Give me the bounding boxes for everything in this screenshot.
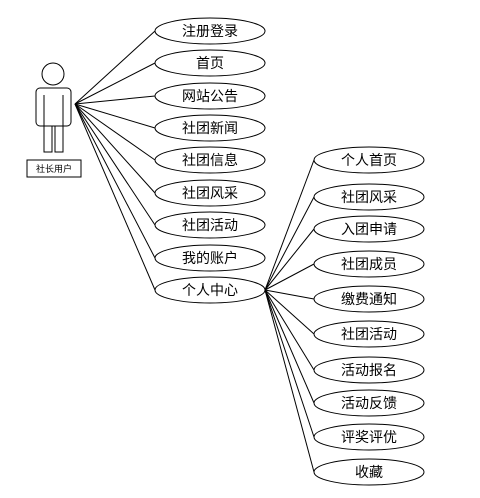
sub-connector-7 — [264, 289, 315, 371]
connector-announcement — [74, 95, 156, 105]
use-case-label: 社团信息 — [182, 152, 238, 169]
use-case-sub-club-style: 社团风采 — [313, 183, 425, 211]
actor-head — [41, 62, 65, 86]
sub-connector-3 — [264, 228, 315, 291]
sub-connector-1 — [264, 159, 315, 291]
sub-connector-4 — [264, 263, 315, 291]
use-case-label: 注册登录 — [182, 24, 238, 40]
connector-register — [74, 30, 156, 105]
actor-label: 社长用户 — [36, 163, 72, 175]
sub-connector-2 — [264, 196, 315, 291]
use-case-club-members: 社团成员 — [313, 250, 425, 278]
use-case-label: 个人首页 — [341, 153, 397, 169]
use-case-label: 评奖评优 — [341, 429, 397, 446]
use-case-announcement: 网站公告 — [154, 82, 266, 110]
use-case-club-style: 社团风采 — [154, 179, 266, 207]
use-case-activity-signup: 活动报名 — [313, 356, 425, 384]
use-case-label: 收藏 — [355, 465, 383, 481]
use-case-label: 活动报名 — [341, 363, 397, 379]
use-case-activity-feedback: 活动反馈 — [313, 389, 425, 417]
connector-home — [74, 62, 156, 105]
connector-club-info — [74, 103, 156, 161]
use-case-label: 社团成员 — [341, 257, 397, 273]
sub-connector-9 — [264, 289, 315, 438]
use-case-my-account: 我的账户 — [154, 244, 266, 272]
sub-connector-10 — [264, 289, 315, 473]
use-case-label: 入团申请 — [341, 222, 397, 238]
use-case-label: 活动反馈 — [341, 396, 397, 412]
use-case-label: 社团活动 — [341, 327, 397, 343]
sub-connectors — [264, 159, 315, 473]
connector-club-activity — [74, 103, 156, 226]
use-case-personal-home: 个人首页 — [313, 146, 425, 174]
connector-club-style — [74, 103, 156, 194]
sub-connector-6 — [264, 289, 315, 335]
use-case-sub-club-activity: 社团活动 — [313, 320, 425, 348]
main-use-cases: 注册登录 首页 网站公告 社团新闻 社团信息 社团风采 社团活动 我的账户 — [154, 17, 266, 304]
use-case-label: 社团活动 — [182, 218, 238, 234]
use-case-awards: 评奖评优 — [313, 423, 425, 451]
use-case-club-activity: 社团活动 — [154, 211, 266, 239]
actor-label-box — [26, 159, 82, 178]
actor-body — [35, 87, 72, 127]
use-case-personal-center: 个人中心 — [154, 276, 266, 304]
use-case-label: 社团新闻 — [182, 121, 238, 137]
sub-connector-5 — [264, 289, 315, 300]
personal-center-use-cases: 个人首页 社团风采 入团申请 社团成员 缴费通知 社团活动 活动报名 活动反馈 — [313, 146, 425, 486]
use-case-register-login: 注册登录 — [154, 17, 266, 45]
actor-leg-left — [43, 125, 53, 153]
use-case-favorites: 收藏 — [313, 458, 425, 486]
use-case-club-info: 社团信息 — [154, 146, 266, 174]
use-case-label: 网站公告 — [182, 89, 238, 105]
use-case-label: 缴费通知 — [341, 291, 397, 308]
use-case-label: 我的账户 — [182, 250, 238, 267]
sub-connector-8 — [264, 289, 315, 404]
actor-leg-right — [54, 125, 64, 153]
connector-personal-center — [74, 103, 156, 291]
actor: 社长用户 — [26, 62, 82, 178]
connector-my-account — [74, 103, 156, 259]
use-case-label: 社团风采 — [341, 190, 397, 206]
use-case-home: 首页 — [154, 49, 266, 77]
main-connectors — [74, 30, 156, 291]
connector-news — [74, 103, 156, 129]
use-case-label: 个人中心 — [182, 283, 238, 299]
use-case-join-application: 入团申请 — [313, 215, 425, 243]
use-case-label: 首页 — [196, 56, 224, 72]
use-case-payment-notice: 缴费通知 — [313, 285, 425, 313]
use-case-label: 社团风采 — [182, 186, 238, 202]
use-case-club-news: 社团新闻 — [154, 114, 266, 142]
